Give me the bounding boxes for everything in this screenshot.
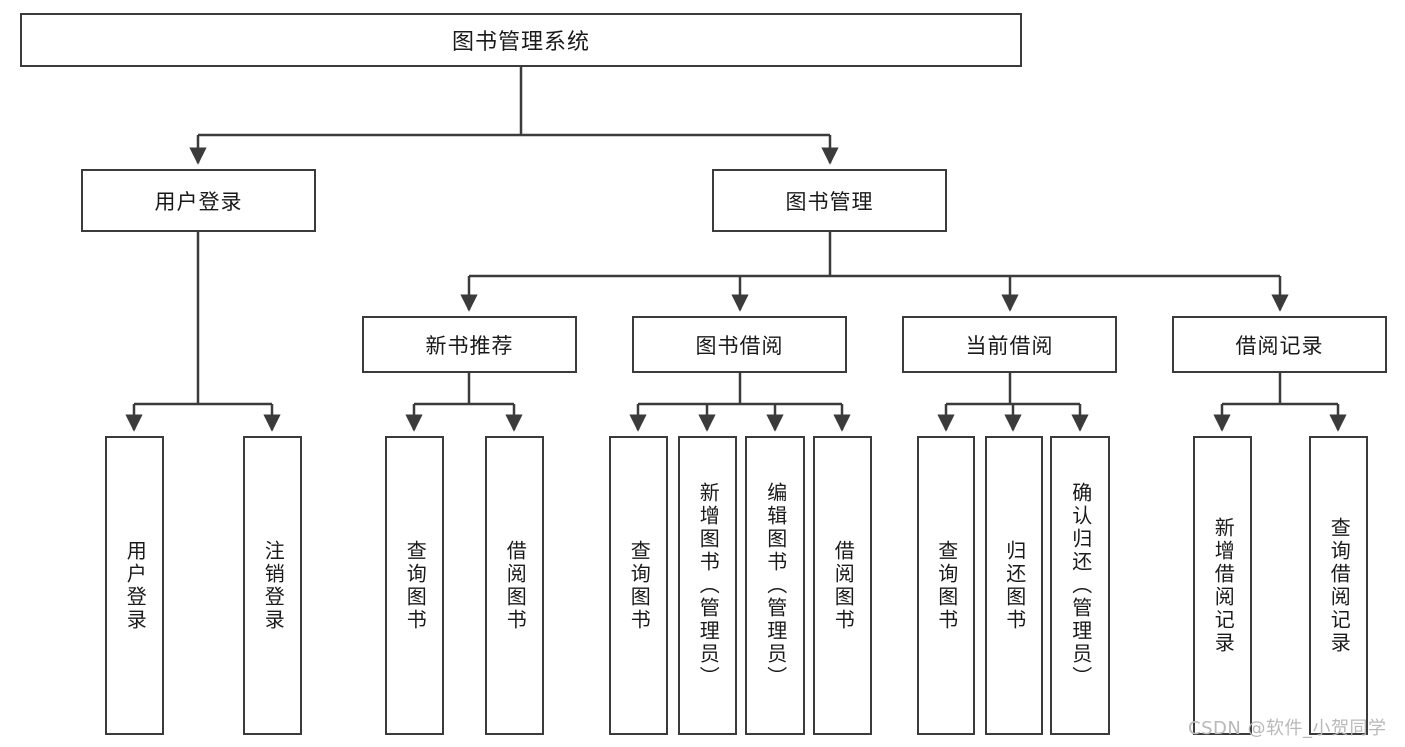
node-label: 借阅记录	[1235, 333, 1324, 358]
node-leaf-edit-book-admin[interactable]: 编辑图书（管理员）	[745, 436, 805, 735]
node-label: 查询图书	[934, 539, 959, 632]
node-book-borrow[interactable]: 图书借阅	[632, 316, 847, 373]
node-leaf-borrow-book[interactable]: 借阅图书	[813, 436, 872, 735]
node-label: 注销登录	[261, 539, 286, 632]
node-leaf-query-book-current[interactable]: 查询图书	[917, 436, 975, 735]
node-leaf-user-login[interactable]: 用户登录	[105, 436, 164, 735]
node-leaf-query-borrow-record[interactable]: 查询借阅记录	[1309, 436, 1368, 735]
node-label: 图书管理系统	[451, 30, 590, 55]
node-label: 确认归还（管理员）	[1068, 482, 1093, 689]
node-current-borrow[interactable]: 当前借阅	[902, 316, 1117, 373]
csdn-watermark: CSDN @软件_小贺同学	[1188, 718, 1387, 739]
node-book-management[interactable]: 图书管理	[712, 169, 947, 232]
node-leaf-add-book-admin[interactable]: 新增图书（管理员）	[678, 436, 737, 735]
node-user-login[interactable]: 用户登录	[81, 169, 316, 232]
node-label: 借阅图书	[831, 539, 856, 632]
node-label: 新增图书（管理员）	[696, 482, 721, 689]
node-label: 图书管理	[785, 189, 874, 214]
node-label: 查询借阅记录	[1327, 516, 1352, 655]
node-label: 归还图书	[1002, 539, 1027, 632]
node-leaf-borrow-book-recommend[interactable]: 借阅图书	[485, 436, 544, 735]
node-leaf-return-book[interactable]: 归还图书	[985, 436, 1043, 735]
node-label: 当前借阅	[965, 333, 1054, 358]
node-label: 用户登录	[154, 189, 243, 214]
node-root-system[interactable]: 图书管理系统	[20, 13, 1022, 67]
node-new-book-recommend[interactable]: 新书推荐	[362, 316, 577, 373]
node-leaf-query-book-recommend[interactable]: 查询图书	[385, 436, 444, 735]
node-label: 新增借阅记录	[1211, 516, 1236, 655]
node-label: 编辑图书（管理员）	[763, 482, 788, 689]
node-leaf-query-book-borrow[interactable]: 查询图书	[609, 436, 668, 735]
node-leaf-logout[interactable]: 注销登录	[243, 436, 302, 735]
node-leaf-confirm-return-admin[interactable]: 确认归还（管理员）	[1050, 436, 1110, 735]
node-label: 新书推荐	[425, 333, 514, 358]
node-label: 查询图书	[627, 539, 652, 632]
node-borrow-record[interactable]: 借阅记录	[1172, 316, 1387, 373]
node-label: 用户登录	[123, 539, 148, 632]
node-label: 查询图书	[403, 539, 428, 632]
node-label: 图书借阅	[695, 333, 784, 358]
node-label: 借阅图书	[503, 539, 528, 632]
node-leaf-add-borrow-record[interactable]: 新增借阅记录	[1193, 436, 1252, 735]
